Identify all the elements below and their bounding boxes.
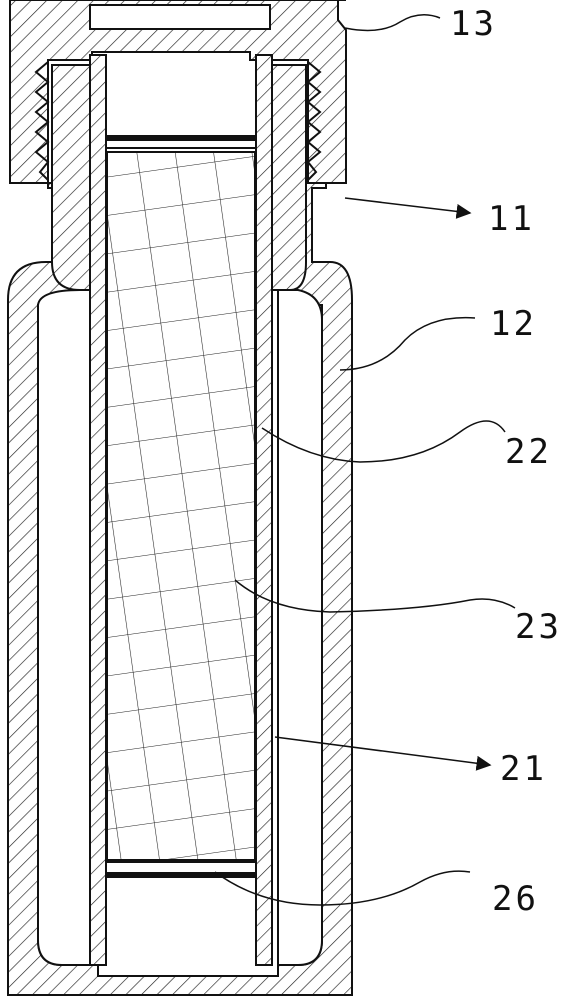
callout-23: 23	[515, 607, 562, 647]
callout-21: 21	[500, 749, 547, 789]
callout-22: 22	[505, 432, 552, 472]
cartridge-wall-right	[255, 54, 273, 966]
callout-11: 11	[488, 199, 535, 239]
cartridge-wall-left	[89, 54, 107, 966]
leader-26	[214, 870, 471, 906]
cap-thread-left	[34, 61, 50, 181]
leader-22	[261, 420, 506, 463]
arrow-21	[274, 736, 492, 771]
cap-top-opening	[89, 4, 271, 30]
callout-26: 26	[492, 879, 539, 919]
cap-rim-line	[10, 0, 346, 1]
leader-12	[339, 316, 476, 371]
leader-13	[344, 14, 441, 32]
callout-13: 13	[450, 4, 497, 44]
top-frit	[106, 135, 256, 141]
arrow-11	[344, 197, 472, 219]
bottom-frit	[106, 872, 256, 878]
cap-thread-right	[306, 61, 322, 181]
vial-neck-left	[51, 64, 91, 291]
vial-neck-right	[271, 64, 307, 291]
filter-media	[106, 151, 256, 861]
callout-12: 12	[490, 304, 537, 344]
leader-23	[234, 579, 516, 613]
